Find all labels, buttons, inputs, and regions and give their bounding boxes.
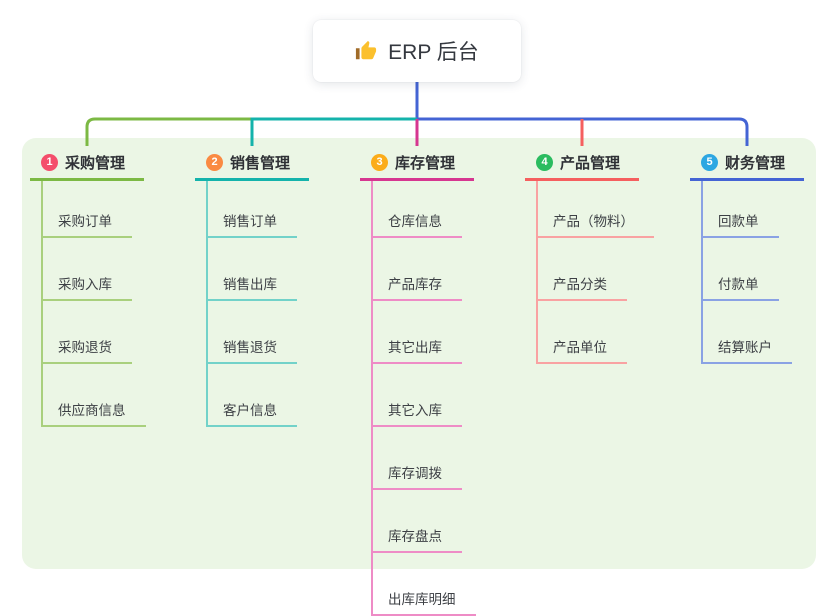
child-label: 库存调拨 xyxy=(388,466,442,481)
branch-number-badge: 1 xyxy=(41,154,58,171)
child-node[interactable]: 供应商信息 xyxy=(43,364,146,427)
branch: 3 库存管理 仓库信息 产品库存 其它出库 其它入库 库存调拨 库存盘点 出库库… xyxy=(360,151,476,616)
child-node[interactable]: 产品分类 xyxy=(538,238,627,301)
branch-children: 仓库信息 产品库存 其它出库 其它入库 库存调拨 库存盘点 出库库明细 xyxy=(371,181,476,616)
branch-node[interactable]: 3 库存管理 xyxy=(360,151,474,181)
child-label: 采购退货 xyxy=(58,340,112,355)
branch-number-badge: 4 xyxy=(536,154,553,171)
child-node[interactable]: 其它出库 xyxy=(373,301,462,364)
child-node[interactable]: 采购退货 xyxy=(43,301,132,364)
child-node[interactable]: 其它入库 xyxy=(373,364,462,427)
child-label: 销售退货 xyxy=(223,340,277,355)
child-label: 供应商信息 xyxy=(58,403,126,418)
root-node[interactable]: ERP 后台 xyxy=(313,20,521,82)
child-label: 其它入库 xyxy=(388,403,442,418)
branch-children: 采购订单 采购入库 采购退货 供应商信息 xyxy=(41,181,146,427)
child-node[interactable]: 产品库存 xyxy=(373,238,462,301)
child-node[interactable]: 结算账户 xyxy=(703,301,792,364)
child-node[interactable]: 销售退货 xyxy=(208,301,297,364)
branch-number-badge: 2 xyxy=(206,154,223,171)
child-label: 销售出库 xyxy=(223,277,277,292)
child-node[interactable]: 客户信息 xyxy=(208,364,297,427)
child-node[interactable]: 产品单位 xyxy=(538,301,627,364)
child-label: 回款单 xyxy=(718,214,759,229)
child-node[interactable]: 库存调拨 xyxy=(373,427,462,490)
child-label: 其它出库 xyxy=(388,340,442,355)
branch: 4 产品管理 产品（物料） 产品分类 产品单位 xyxy=(525,151,654,364)
child-node[interactable]: 付款单 xyxy=(703,238,779,301)
child-label: 仓库信息 xyxy=(388,214,442,229)
child-node[interactable]: 采购订单 xyxy=(43,181,132,238)
child-node[interactable]: 库存盘点 xyxy=(373,490,462,553)
child-node[interactable]: 采购入库 xyxy=(43,238,132,301)
child-label: 采购订单 xyxy=(58,214,112,229)
child-label: 产品（物料） xyxy=(553,214,634,229)
branch-node[interactable]: 5 财务管理 xyxy=(690,151,804,181)
branch-label: 财务管理 xyxy=(725,155,786,172)
branch-label: 产品管理 xyxy=(560,155,621,172)
mindmap-canvas: ERP 后台 1 采购管理 采购订单 采购入库 采购退货 供应商信息 2 销售管… xyxy=(22,20,816,616)
child-label: 出库库明细 xyxy=(388,592,456,607)
branch-label: 库存管理 xyxy=(395,155,456,172)
thumbs-up-icon xyxy=(355,40,377,62)
child-label: 库存盘点 xyxy=(388,529,442,544)
child-node[interactable]: 出库库明细 xyxy=(373,553,476,616)
child-node[interactable]: 回款单 xyxy=(703,181,779,238)
child-node[interactable]: 销售出库 xyxy=(208,238,297,301)
branch-number-badge: 3 xyxy=(371,154,388,171)
child-label: 产品库存 xyxy=(388,277,442,292)
branch: 1 采购管理 采购订单 采购入库 采购退货 供应商信息 xyxy=(30,151,146,427)
branch: 2 销售管理 销售订单 销售出库 销售退货 客户信息 xyxy=(195,151,309,427)
child-label: 结算账户 xyxy=(718,340,772,355)
child-label: 产品分类 xyxy=(553,277,607,292)
branches-panel xyxy=(22,138,816,569)
branch: 5 财务管理 回款单 付款单 结算账户 xyxy=(690,151,804,364)
branch-children: 产品（物料） 产品分类 产品单位 xyxy=(536,181,654,364)
branch-node[interactable]: 2 销售管理 xyxy=(195,151,309,181)
branch-children: 回款单 付款单 结算账户 xyxy=(701,181,804,364)
branch-number-badge: 5 xyxy=(701,154,718,171)
child-node[interactable]: 仓库信息 xyxy=(373,181,462,238)
child-label: 销售订单 xyxy=(223,214,277,229)
branch-label: 销售管理 xyxy=(230,155,291,172)
child-node[interactable]: 销售订单 xyxy=(208,181,297,238)
branch-node[interactable]: 4 产品管理 xyxy=(525,151,639,181)
child-label: 客户信息 xyxy=(223,403,277,418)
child-node[interactable]: 产品（物料） xyxy=(538,181,654,238)
child-label: 付款单 xyxy=(718,277,759,292)
branch-label: 采购管理 xyxy=(65,155,126,172)
branch-children: 销售订单 销售出库 销售退货 客户信息 xyxy=(206,181,309,427)
branch-node[interactable]: 1 采购管理 xyxy=(30,151,144,181)
child-label: 采购入库 xyxy=(58,277,112,292)
child-label: 产品单位 xyxy=(553,340,607,355)
root-title: ERP 后台 xyxy=(388,41,479,64)
